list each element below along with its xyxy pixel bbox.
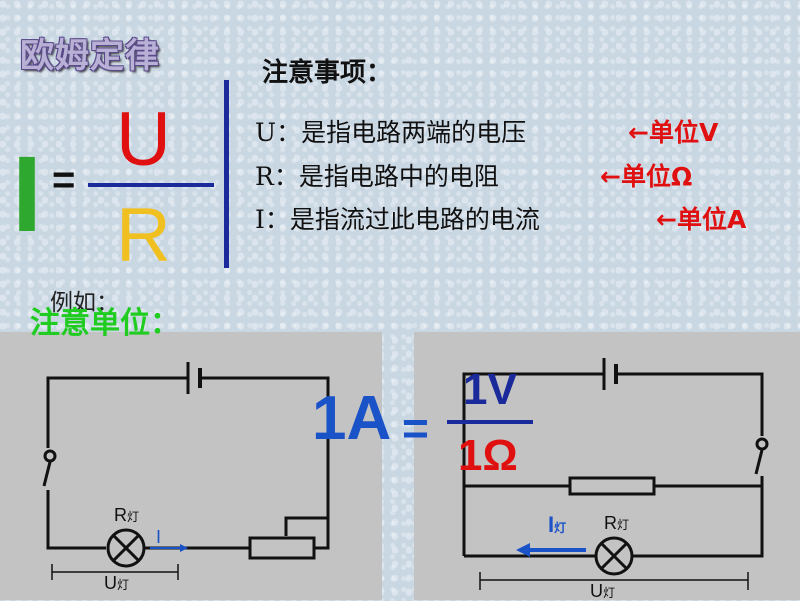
resistor-right bbox=[568, 476, 656, 496]
circuit-left bbox=[42, 362, 330, 580]
lamp-left-cross-b bbox=[111, 533, 141, 563]
wire-right-top-left bbox=[462, 372, 604, 556]
example-formula-current: 1A bbox=[312, 384, 392, 453]
formula-current-symbol: I bbox=[12, 133, 43, 254]
wire-left-top bbox=[46, 376, 188, 448]
circuit-right-r-label: R灯 bbox=[604, 513, 630, 533]
rheostat-left-slider bbox=[284, 516, 328, 536]
formula-equals: = bbox=[52, 158, 76, 202]
example-formula-fraction-line bbox=[447, 420, 533, 424]
current-left-arrowhead bbox=[180, 544, 188, 552]
switch-right-blade bbox=[754, 449, 764, 475]
note-current: I：是指流过此电路的电流 bbox=[255, 205, 540, 234]
wire-left-right bbox=[200, 376, 330, 550]
circuit-left-u-label: U灯 bbox=[104, 573, 130, 593]
example-formula-equals: = bbox=[402, 402, 429, 454]
circuit-left-r-label: R灯 bbox=[114, 505, 140, 525]
switch-left-pivot bbox=[43, 449, 57, 463]
example-label: 例如： bbox=[50, 290, 119, 316]
formula-voltage-symbol: U bbox=[116, 97, 171, 182]
example-formula-voltage: 1V bbox=[463, 365, 517, 414]
attention-label: 注意单位： bbox=[30, 306, 180, 341]
unit-current: ←单位A bbox=[656, 205, 747, 234]
circuit-right-i-label: I灯 bbox=[548, 512, 567, 537]
switch-left-blade bbox=[42, 461, 52, 487]
notes-heading: 注意事项： bbox=[262, 58, 393, 88]
unit-resistance: ←单位Ω bbox=[600, 162, 693, 191]
wire-right-down bbox=[644, 476, 764, 558]
note-voltage: U：是指电路两端的电压 bbox=[255, 118, 527, 147]
circuit-left-i-label: I bbox=[156, 527, 162, 547]
page-title: 欧姆定律 bbox=[20, 36, 160, 76]
lamp-right-cross-b bbox=[599, 541, 629, 571]
wire-right-top-right bbox=[616, 372, 764, 436]
rheostat-left bbox=[248, 536, 316, 560]
formula-resistance-symbol: R bbox=[116, 193, 171, 278]
note-resistance: R：是指电路中的电阻 bbox=[255, 162, 499, 191]
current-right-arrowhead bbox=[516, 543, 530, 557]
divider-bar bbox=[224, 80, 229, 268]
circuit-right-u-label: U灯 bbox=[590, 581, 616, 601]
switch-right-pivot bbox=[755, 437, 769, 451]
example-formula-resistance: 1Ω bbox=[458, 431, 518, 480]
formula-fraction-line bbox=[88, 183, 214, 187]
unit-voltage: ←单位V bbox=[628, 118, 719, 147]
wire-left-bottom bbox=[46, 490, 106, 550]
